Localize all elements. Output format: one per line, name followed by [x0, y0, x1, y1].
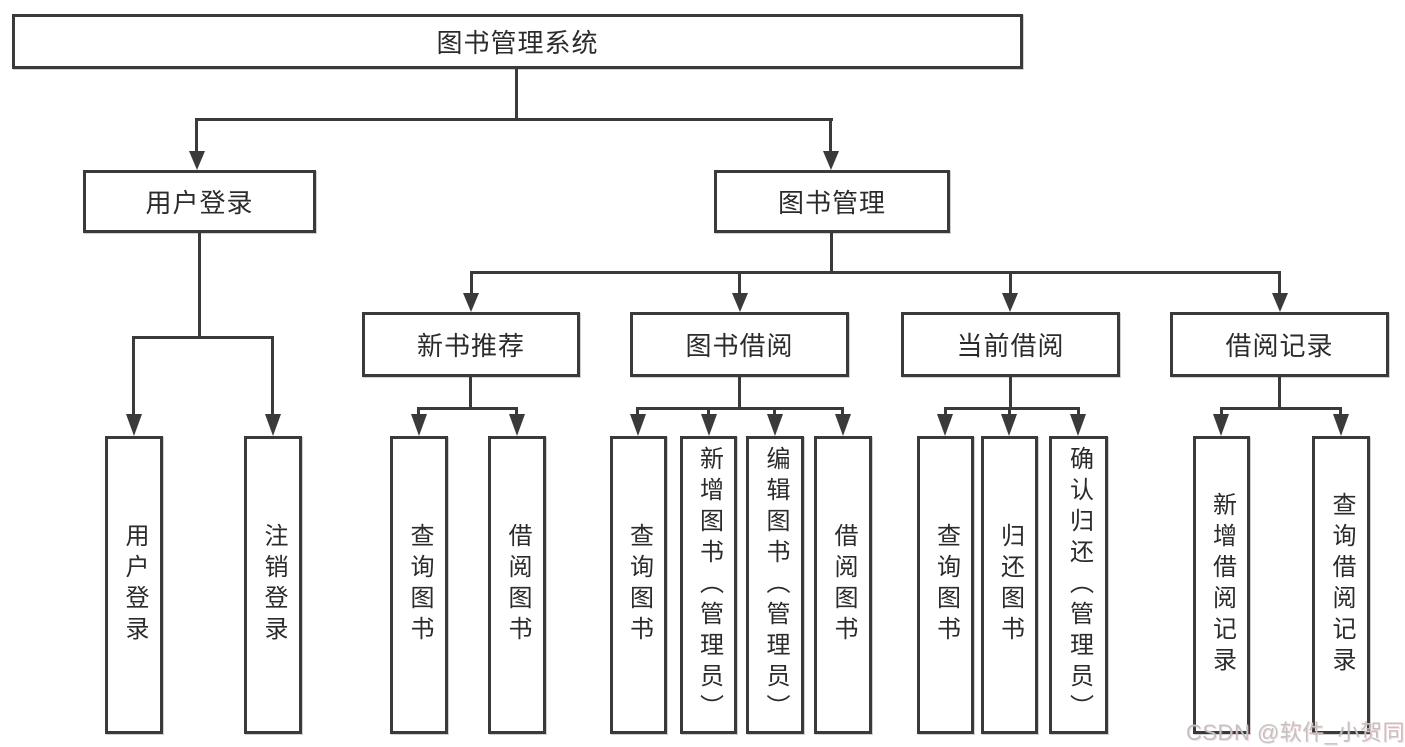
leaf-edit-books-admin: 编辑图书（管理员） [746, 436, 804, 734]
connector-g3-stem2 [707, 407, 710, 415]
leaf-label: 编辑图书（管理员） [762, 445, 789, 725]
connector-g4-stem2 [1008, 407, 1011, 415]
arrowhead-g4-leaf2 [1001, 414, 1017, 436]
connector-stem-new-book [470, 271, 473, 294]
node-current-borrowing: 当前借阅 [901, 312, 1120, 377]
connector-g4-stem1 [944, 407, 947, 415]
connector-stem-book-management [829, 118, 832, 152]
arrowhead-user-login [189, 151, 205, 170]
connector-g3-stem1 [636, 407, 639, 415]
leaf-label: 新增图书（管理员） [695, 445, 723, 725]
node-label: 借阅记录 [1225, 331, 1334, 361]
connector-g2-stem1 [417, 407, 420, 415]
connector-g3-stem [738, 377, 741, 407]
leaf-label: 归还图书 [996, 523, 1024, 647]
leaf-add-borrow-record: 新增借阅记录 [1193, 436, 1250, 734]
leaf-label: 借阅图书 [504, 523, 531, 647]
connector-g5-stem2 [1339, 407, 1342, 415]
connector-g5-stem [1278, 377, 1281, 407]
connector-stem-borrow-records [1278, 271, 1281, 294]
leaf-label: 借阅图书 [830, 523, 857, 647]
node-new-book-recommendation: 新书推荐 [362, 312, 580, 377]
arrowhead-book-borrow [732, 293, 748, 312]
arrowhead-g5-leaf1 [1213, 414, 1229, 436]
node-label: 新书推荐 [416, 331, 525, 361]
arrowhead-g5-leaf2 [1333, 414, 1349, 436]
arrowhead-new-book [463, 293, 479, 312]
leaf-logout: 注销登录 [244, 436, 302, 734]
node-label: 用户登录 [145, 188, 254, 218]
leaf-query-books-current: 查询图书 [917, 436, 974, 734]
leaf-label: 查询图书 [406, 523, 433, 647]
arrowhead-g3-leaf3 [767, 414, 783, 436]
arrowhead-g2-leaf1 [411, 414, 427, 436]
leaf-query-borrow-record: 查询借阅记录 [1312, 436, 1370, 734]
arrowhead-g4-leaf1 [937, 414, 953, 436]
leaf-borrow-books-recommend: 借阅图书 [488, 436, 546, 734]
connector-book-mgmt-hbar [470, 271, 1281, 274]
leaf-confirm-return-admin: 确认归还（管理员） [1049, 436, 1108, 734]
connector-g5-hbar [1220, 407, 1342, 410]
leaf-query-books-borrowing: 查询图书 [610, 436, 667, 734]
connector-stem-user-login [195, 118, 198, 152]
connector-stem-leaf-login [132, 336, 135, 414]
node-label: 当前借阅 [956, 331, 1065, 361]
leaf-return-books: 归还图书 [981, 436, 1038, 734]
leaf-borrow-books: 借阅图书 [814, 436, 872, 734]
connector-g3-stem4 [841, 407, 844, 415]
connector-g5-stem1 [1220, 407, 1223, 415]
leaf-label: 查询借阅记录 [1328, 492, 1355, 678]
connector-g2-stem [469, 377, 472, 407]
leaf-user-login: 用户登录 [105, 436, 163, 734]
arrowhead-g2-leaf2 [509, 414, 525, 436]
leaf-add-books-admin: 新增图书（管理员） [680, 436, 737, 734]
arrowhead-borrow-records [1272, 293, 1288, 312]
connector-stem-current-borrow [1009, 271, 1012, 294]
csdn-watermark: CSDN @软件_小贺同学 [1186, 720, 1405, 745]
arrowhead-g3-leaf4 [835, 414, 851, 436]
leaf-label: 查询图书 [625, 523, 653, 647]
connector-g4-stem [1009, 377, 1012, 407]
leaf-label: 查询图书 [932, 523, 960, 647]
connector-book-mgmt-stem [830, 233, 833, 271]
connector-g4-stem3 [1077, 407, 1080, 415]
arrowhead-leaf-login [126, 414, 142, 436]
leaf-label: 注销登录 [260, 523, 287, 647]
node-book-management: 图书管理 [714, 170, 950, 233]
node-root-library-management-system: 图书管理系统 [12, 14, 1023, 69]
connector-user-login-hbar [132, 336, 274, 339]
node-label: 图书管理 [777, 188, 886, 218]
node-user-login: 用户登录 [83, 170, 316, 233]
arrowhead-leaf-logout [265, 414, 281, 436]
connector-stem-book-borrow [738, 271, 741, 294]
leaf-label: 新增借阅记录 [1208, 492, 1236, 678]
connector-g2-stem2 [515, 407, 518, 415]
connector-g2-hbar [418, 407, 518, 410]
connector-g4-hbar [944, 407, 1079, 410]
node-book-borrowing: 图书借阅 [630, 312, 849, 377]
node-borrowing-records: 借阅记录 [1170, 312, 1389, 377]
node-label: 图书借阅 [685, 331, 794, 361]
arrowhead-g3-leaf1 [630, 414, 646, 436]
connector-g3-stem3 [773, 407, 776, 415]
connector-g3-hbar [637, 407, 844, 410]
leaf-label: 确认归还（管理员） [1065, 445, 1093, 725]
leaf-query-books-recommend: 查询图书 [390, 436, 448, 734]
arrowhead-book-management [823, 151, 839, 170]
arrowhead-g3-leaf2 [701, 414, 717, 436]
arrowhead-current-borrow [1002, 293, 1018, 312]
connector-root-stem [515, 69, 518, 118]
connector-user-login-stem [198, 233, 201, 336]
arrowhead-g4-leaf3 [1070, 414, 1086, 436]
leaf-label: 用户登录 [121, 523, 148, 647]
node-label: 图书管理系统 [436, 28, 599, 58]
connector-root-hbar [196, 118, 833, 121]
connector-stem-leaf-logout [271, 336, 274, 414]
